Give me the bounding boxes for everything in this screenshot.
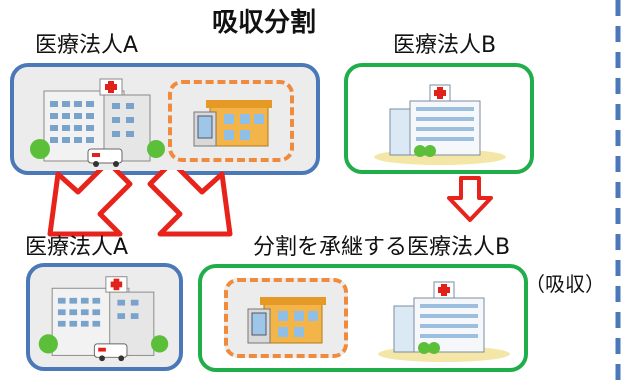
corp-a-top-box bbox=[10, 63, 320, 175]
hospital-icon bbox=[38, 276, 169, 362]
ambulance-icon bbox=[87, 148, 123, 167]
transferred-clinic-box bbox=[168, 80, 294, 162]
corp-a-bottom-box bbox=[26, 263, 183, 371]
page-title: 吸収分割 bbox=[212, 8, 317, 38]
corp-b-top-box bbox=[344, 63, 534, 174]
absorb-note: （吸収） bbox=[525, 272, 605, 296]
received-clinic-box bbox=[224, 278, 348, 358]
split-arrows bbox=[47, 170, 233, 237]
corp-b-top-label: 医療法人B bbox=[393, 33, 497, 58]
office-building-icon bbox=[374, 84, 506, 165]
divider-line bbox=[615, 0, 621, 382]
clinic-icon bbox=[193, 100, 272, 147]
corp-a-top-label: 医療法人A bbox=[35, 33, 139, 58]
down-arrow bbox=[447, 176, 493, 222]
corp-b-bottom-box bbox=[198, 264, 528, 372]
corp-b-bottom-label: 分割を承継する医療法人B bbox=[253, 235, 511, 260]
clinic-icon bbox=[247, 297, 326, 344]
office-building-icon bbox=[378, 281, 510, 362]
ambulance-icon bbox=[93, 343, 128, 362]
hospital-icon bbox=[30, 78, 165, 167]
corp-a-bottom-label: 医療法人A bbox=[25, 235, 129, 260]
